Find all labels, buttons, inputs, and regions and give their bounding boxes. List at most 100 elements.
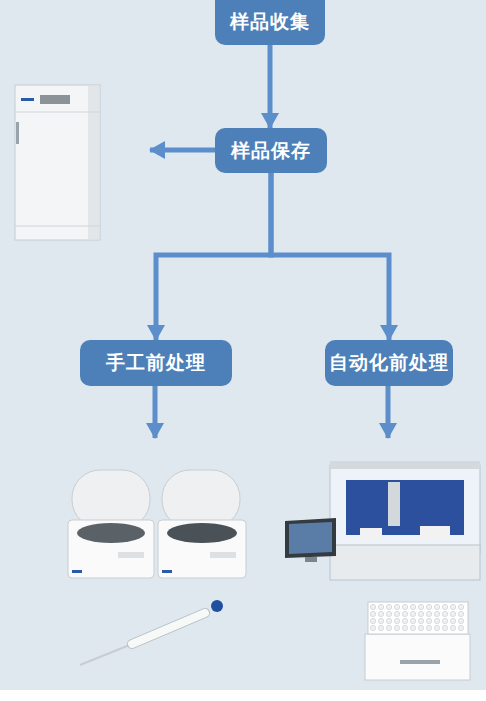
- plate-well: [434, 618, 439, 623]
- freezer-illustration: [15, 85, 100, 240]
- plate-well: [450, 618, 455, 623]
- plate-well: [458, 604, 463, 609]
- process-box: 自动化前处理: [325, 340, 453, 386]
- freezer-body: [15, 85, 100, 240]
- freezer-display: [40, 95, 70, 104]
- plate-well: [410, 618, 415, 623]
- pipette-plunger: [211, 600, 223, 612]
- plate-well: [442, 611, 447, 616]
- plate-well: [378, 604, 383, 609]
- plate-well: [386, 604, 391, 609]
- robot-arm: [388, 482, 400, 526]
- plate-well: [378, 611, 383, 616]
- plate-well: [370, 611, 375, 616]
- pipette-body-outline: [132, 613, 205, 644]
- plate-well: [410, 611, 415, 616]
- plate-well: [434, 625, 439, 630]
- robot-tablet: [285, 518, 336, 558]
- process-box: 样品收集: [215, 0, 325, 45]
- plate-well: [426, 625, 431, 630]
- plate-well: [442, 618, 447, 623]
- centrifuge-illustration: [68, 470, 246, 578]
- centrifuge-controls: [118, 552, 144, 558]
- centrifuge-logo: [72, 570, 82, 573]
- plate-well: [426, 604, 431, 609]
- flow-arrow: [271, 173, 389, 340]
- plate-well: [450, 625, 455, 630]
- automated-equipment-arrow: [386, 386, 391, 438]
- plate-well: [426, 611, 431, 616]
- plate-well: [418, 611, 423, 616]
- plate-well: [402, 625, 407, 630]
- plate-well: [402, 618, 407, 623]
- centrifuge-lid: [72, 470, 150, 528]
- plate-well: [394, 604, 399, 609]
- freezer-panel-line: [15, 112, 100, 113]
- plate-well: [434, 604, 439, 609]
- plate-well: [386, 618, 391, 623]
- centrifuge-rotor: [167, 523, 237, 543]
- centrifuge-controls: [210, 552, 236, 558]
- robot-deck-item: [360, 528, 382, 540]
- bottom-band: [0, 690, 486, 701]
- plate-well: [402, 611, 407, 616]
- plate-well: [394, 625, 399, 630]
- connector-layer: [156, 45, 389, 340]
- robot-hood: [330, 465, 480, 553]
- plate-well: [378, 618, 383, 623]
- plate-well: [370, 604, 375, 609]
- plate-well: [410, 604, 415, 609]
- plate-side: [365, 634, 470, 680]
- plate-well: [378, 625, 383, 630]
- plate-well: [386, 611, 391, 616]
- plate-well: [418, 618, 423, 623]
- centrifuge-body: [158, 520, 246, 578]
- plate-well: [442, 604, 447, 609]
- plate-illustration: [365, 602, 470, 680]
- robot-tablet-screen: [289, 522, 332, 554]
- plate-well: [458, 611, 463, 616]
- freezer-base-line: [15, 226, 100, 227]
- box-label: 手工前处理: [106, 350, 206, 376]
- plate-well: [450, 604, 455, 609]
- robot-tablet-stand: [305, 557, 317, 562]
- plate-well: [418, 604, 423, 609]
- flow-arrow: [156, 173, 271, 340]
- plate-well: [394, 618, 399, 623]
- plate-well: [418, 625, 423, 630]
- box-label: 自动化前处理: [329, 350, 449, 376]
- plate-well: [386, 625, 391, 630]
- pipette-body: [132, 613, 205, 644]
- plate-well: [394, 611, 399, 616]
- process-box: 样品保存: [215, 128, 327, 173]
- centrifuge-body: [68, 520, 154, 578]
- plate-label: [400, 660, 440, 664]
- flow-arrow: [268, 45, 273, 128]
- plate-top: [368, 602, 468, 634]
- freezer-handle: [16, 122, 19, 144]
- plate-well: [450, 611, 455, 616]
- storage-arrow: [150, 148, 215, 153]
- plate-well: [370, 625, 375, 630]
- centrifuge-rotor: [77, 523, 145, 543]
- box-label: 样品收集: [230, 9, 310, 35]
- plate-well: [434, 611, 439, 616]
- plate-well: [442, 625, 447, 630]
- plate-well: [402, 604, 407, 609]
- plate-well: [458, 625, 463, 630]
- freezer-side: [88, 86, 99, 239]
- manual-equipment-arrow: [153, 386, 158, 438]
- plate-well: [458, 618, 463, 623]
- plate-well: [426, 618, 431, 623]
- robot-top: [330, 461, 480, 469]
- centrifuge-lid: [162, 470, 240, 528]
- plate-well: [370, 618, 375, 623]
- pipette-illustration: [80, 600, 223, 665]
- process-box: 手工前处理: [80, 340, 232, 386]
- centrifuge-logo: [162, 570, 172, 573]
- freezer-logo: [21, 98, 34, 101]
- robot-illustration: [285, 461, 480, 580]
- robot-base: [330, 545, 480, 580]
- robot-deck-item: [420, 526, 450, 540]
- plate-well: [410, 625, 415, 630]
